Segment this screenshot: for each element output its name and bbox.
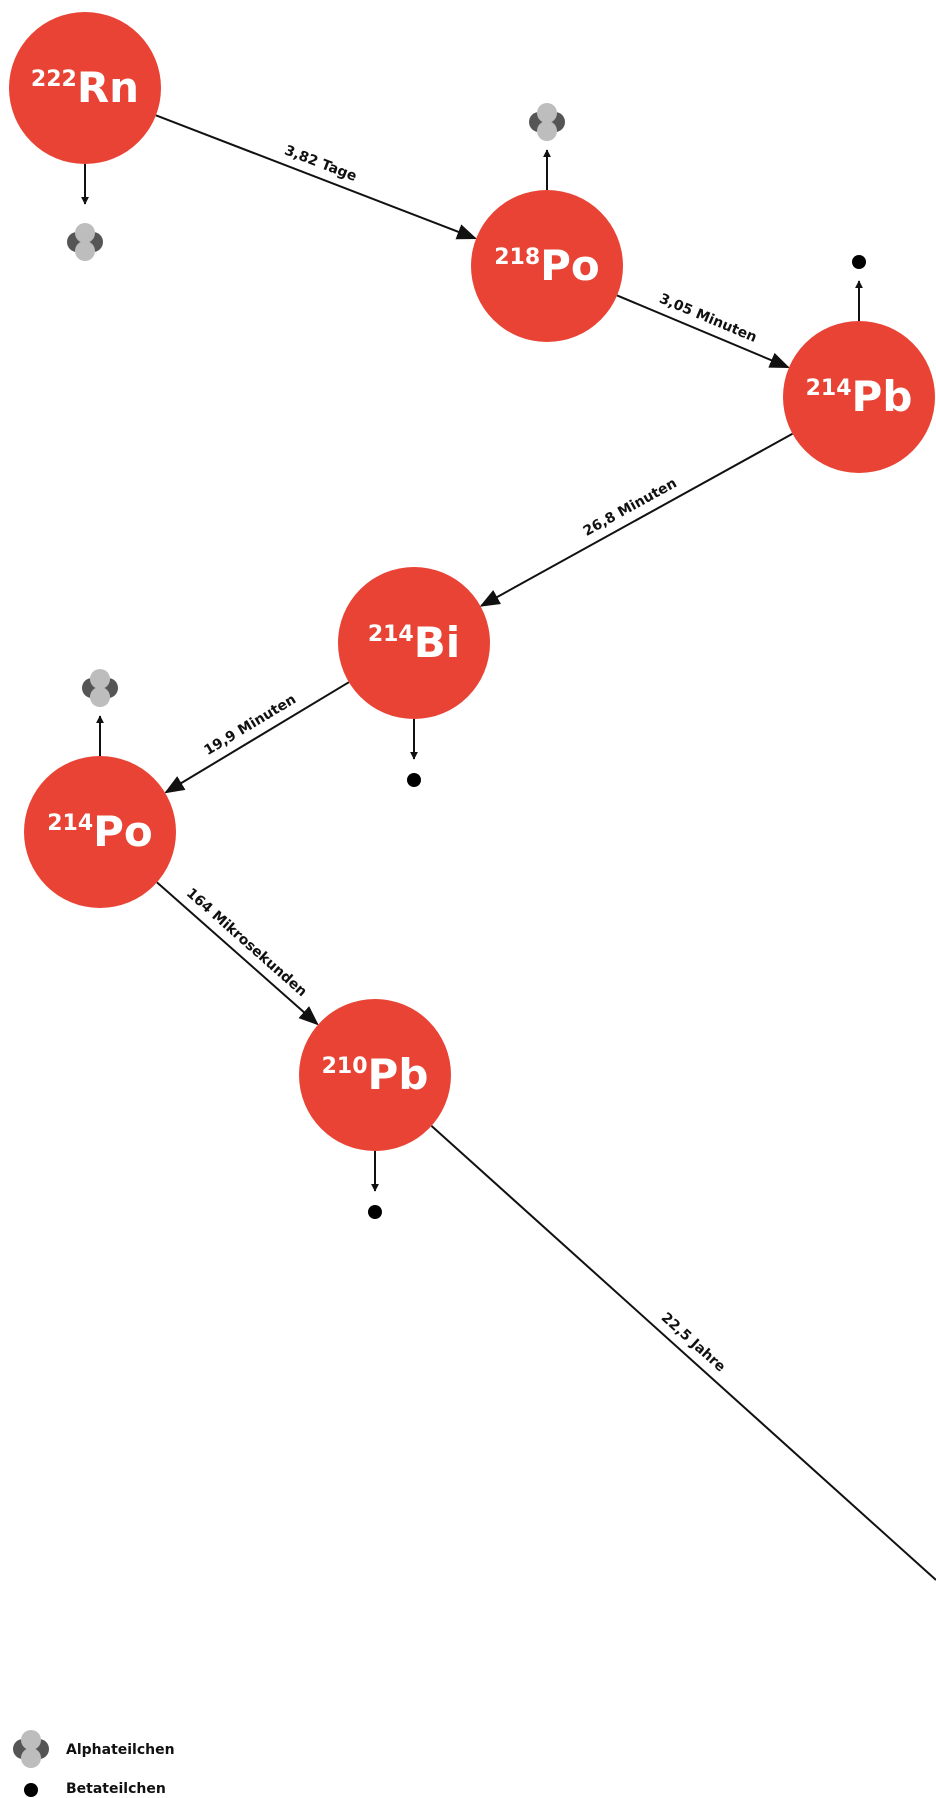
emission-pb214 [852,255,866,321]
nuclide-circle [9,12,161,164]
nuclide-label: 218Po [494,241,600,290]
half-life-label: 19,9 Minuten [201,692,299,759]
emission-po218 [529,103,565,190]
half-life-label: 22,5 Jahre [658,1310,728,1376]
half-life-label: 26,8 Minuten [581,475,680,539]
legend-alpha-icon [13,1730,49,1768]
decay-line [479,432,793,607]
alpha-particle-icon [82,669,118,707]
element-symbol: Pb [368,1050,429,1099]
legend-beta-icon [24,1783,38,1797]
element-symbol: Po [540,241,600,290]
decay-line [156,881,319,1026]
half-life-label: 164 Mikrosekunden [183,885,310,1000]
mass-number: 214 [806,376,852,401]
nuclide-label: 214Pb [806,372,913,421]
nuclide-rn222: 222Rn [9,12,161,164]
element-symbol: Rn [77,63,139,112]
nuclide-pb210: 210Pb [299,999,451,1151]
nuclide-po214: 214Po [24,756,176,908]
emission-arrows [67,103,866,1219]
mass-number: 222 [31,67,77,92]
beta-particle-icon [368,1205,382,1219]
decay-arrow-rn222: 3,82 Tage [155,114,478,240]
decay-line [155,114,478,240]
nuclide-pb214: 214Pb [783,321,935,473]
nuclide-label: 214Bi [368,618,460,667]
alpha-particle-icon [67,223,103,261]
beta-particle-icon [852,255,866,269]
emission-pb210 [368,1151,382,1219]
element-symbol: Po [93,807,153,856]
element-symbol: Pb [852,372,913,421]
nuclide-circle [299,999,451,1151]
element-symbol: Bi [414,618,460,667]
nuclide-circle [24,756,176,908]
decay-line [430,1125,936,1581]
nuclide-circle [471,190,623,342]
beta-particle-icon [407,773,421,787]
mass-number: 218 [494,245,540,270]
decay-line [164,681,350,794]
mass-number: 210 [322,1054,368,1079]
nuclide-bi214: 214Bi [338,567,490,719]
mass-number: 214 [47,811,93,836]
mass-number: 214 [368,622,414,647]
legend-beta-label: Betateilchen [66,1781,166,1797]
emission-po214 [82,669,118,756]
alpha-particle-icon [529,103,565,141]
nuclide-circle [338,567,490,719]
decay-arrow-pb210: 22,5 Jahre [430,1125,936,1581]
decay-arrow-bi214: 19,9 Minuten [164,681,350,794]
decay-arrow-pb214: 26,8 Minuten [479,432,793,607]
nuclide-label: 222Rn [31,63,139,112]
nuclide-label: 210Pb [322,1050,429,1099]
nuclide-label: 214Po [47,807,153,856]
decay-arrow-po218: 3,05 Minuten [616,291,790,369]
nuclide-po218: 218Po [471,190,623,342]
emission-bi214 [407,719,421,787]
emission-rn222 [67,164,103,261]
nuclide-circle [783,321,935,473]
decay-line [616,294,790,369]
decay-arrow-po214: 164 Mikrosekunden [156,881,319,1026]
legend-alpha-label: Alphateilchen [66,1742,175,1758]
